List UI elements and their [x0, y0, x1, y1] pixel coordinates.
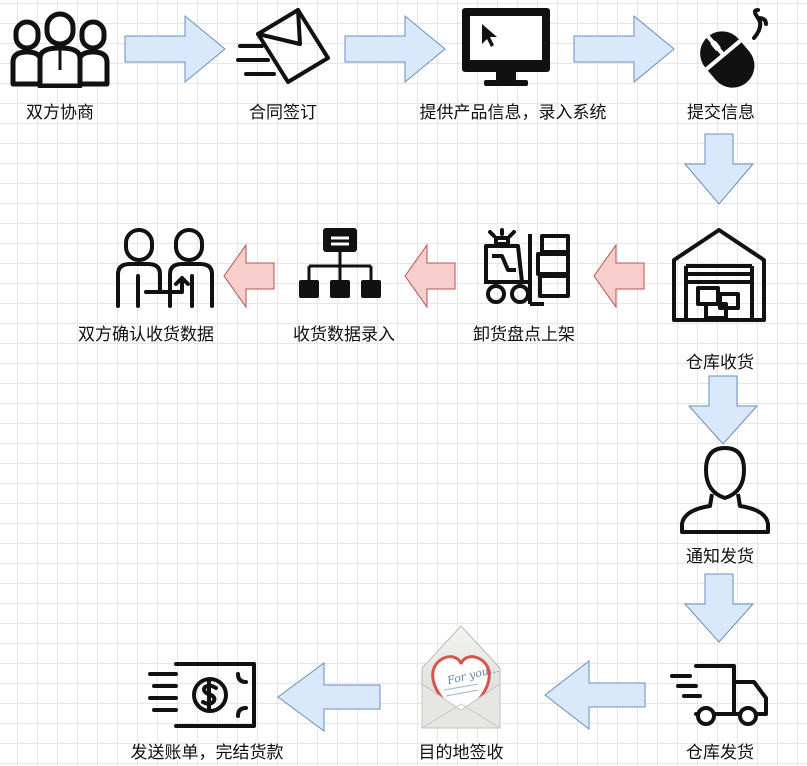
computer-mouse-icon: [700, 8, 768, 88]
flow-arrow-3: [573, 14, 675, 84]
forklift-icon: [484, 228, 570, 306]
love-letter-icon: For you...: [421, 625, 501, 729]
node-label-receipt-entry: 收货数据录入: [293, 325, 395, 345]
node-label-confirm: 双方确认收货数据: [78, 325, 214, 345]
envelope-send-icon: [236, 8, 330, 84]
user-avatar-icon: [680, 446, 770, 534]
node-label-destination-sign: 目的地签收: [418, 743, 504, 763]
org-chart-icon: [299, 228, 381, 298]
people-group-icon: [10, 11, 110, 88]
flow-arrow-left-3: [223, 243, 275, 309]
warehouse-icon: [672, 228, 766, 322]
flow-arrow-2: [344, 14, 446, 84]
flow-arrow-down-1: [683, 133, 755, 205]
node-label-negotiate: 双方协商: [26, 103, 94, 123]
handover-icon: [116, 228, 214, 308]
node-label-warehouse-ship: 仓库发货: [686, 743, 754, 763]
node-label-unload-count: 卸货盘点上架: [473, 325, 575, 345]
flow-arrow-down-3: [683, 573, 755, 643]
flow-arrow-left-5: [277, 662, 381, 732]
node-label-product-info: 提供产品信息，录入系统: [419, 103, 607, 123]
flow-arrow-down-2: [687, 375, 759, 445]
node-label-submit: 提交信息: [687, 103, 755, 123]
money-bill-icon: [148, 662, 256, 728]
flow-arrow-left-2: [404, 243, 456, 309]
flow-arrow-left-1: [593, 243, 645, 309]
node-label-notify-ship: 通知发货: [686, 547, 754, 567]
flow-arrow-left-4: [544, 659, 646, 731]
node-label-contract: 合同签订: [249, 103, 317, 123]
computer-monitor-icon: [462, 8, 550, 86]
node-label-warehouse-receive: 仓库收货: [686, 353, 754, 373]
node-label-billing: 发送账单，完结货款: [130, 743, 284, 763]
delivery-truck-icon: [670, 664, 768, 726]
flow-arrow-1: [124, 14, 226, 84]
